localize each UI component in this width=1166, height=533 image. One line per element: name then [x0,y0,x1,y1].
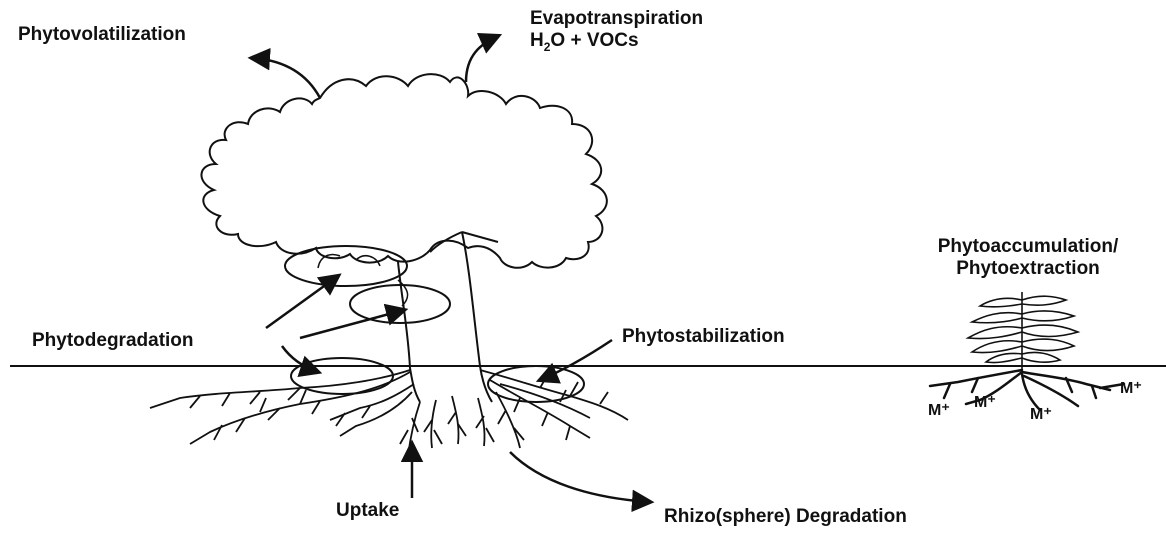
rhizo-degradation-label: Rhizo(sphere) Degradation [664,506,907,528]
phytodegradation-circle-canopy [285,246,407,286]
metal-ion-label: M⁺ [928,400,950,422]
phytodegradation-arrow-3 [282,346,318,372]
metal-ion-label: M⁺ [1030,404,1052,426]
small-plant-roots [930,370,1124,410]
phytostabilization-label: Phytostabilization [622,326,785,348]
metal-ion-label: M⁺ [1120,378,1142,400]
tree-roots-left [150,370,414,444]
tree-trunk [398,232,498,402]
phytodegradation-label: Phytodegradation [32,330,194,352]
tree-roots-right [480,370,628,448]
rhizo-degradation-arrow [510,452,650,502]
phytoaccumulation-label: Phytoaccumulation/ Phytoextraction [918,236,1138,280]
phytodegradation-arrow-2 [300,310,404,338]
evapotranspiration-formula: H2O + VOCs [530,30,703,58]
phytodegradation-circle-trunk [350,285,450,323]
phytovolatilization-label: Phytovolatilization [18,24,186,46]
phytovolatilization-arrow [252,58,320,98]
uptake-label: Uptake [336,500,399,522]
evapotranspiration-arrow [466,36,498,82]
tree-roots-center [400,396,494,456]
evapotranspiration-label: Evapotranspiration H2O + VOCs [530,8,703,58]
evapotranspiration-title: Evapotranspiration [530,8,703,30]
small-plant [968,292,1078,370]
metal-ion-label: M⁺ [974,392,996,414]
phytoaccumulation-line1: Phytoaccumulation/ [918,236,1138,258]
tree-canopy [201,74,606,268]
phytodegradation-arrow-1 [266,276,338,328]
phytodegradation-circle-root [291,358,393,394]
phytoaccumulation-line2: Phytoextraction [918,258,1138,280]
